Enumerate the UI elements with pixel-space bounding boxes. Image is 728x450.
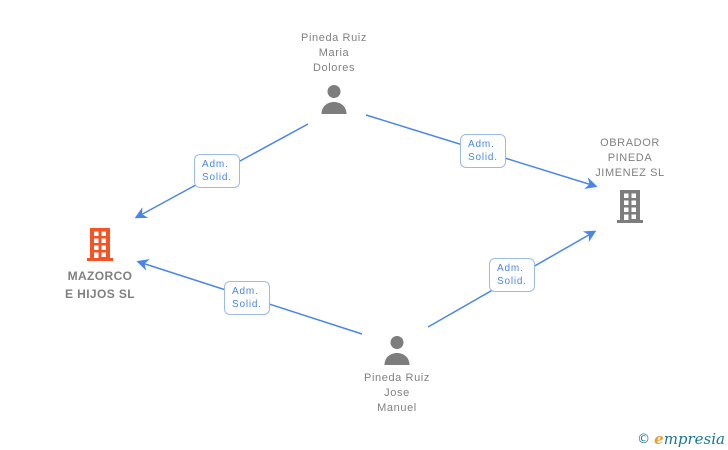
edge-label-adm-solid: Adm. Solid. [460,134,506,168]
person-icon [321,85,347,114]
edge-label-adm-solid: Adm. Solid. [489,258,535,292]
logo-text: mpresia [663,430,725,448]
node-obrador-pineda-jimenez-sl[interactable]: OBRADOR PINEDA JIMENEZ SL [560,136,700,223]
node-pineda-ruiz-jose-manuel[interactable]: Pineda Ruiz Jose Manuel [327,336,467,416]
edge-label-adm-solid: Adm. Solid. [224,281,270,315]
node-pineda-ruiz-maria-dolores[interactable]: Pineda Ruiz Maria Dolores [264,31,404,114]
company-name-label: MAZORCO E HIJOS SL [64,269,136,301]
building-icon [617,190,643,223]
company-name-label: OBRADOR PINEDA JIMENEZ SL [595,137,665,179]
copyright-icon: © [637,432,651,447]
building-icon [87,228,113,261]
person-name-label: Pineda Ruiz Maria Dolores [301,32,367,74]
edge-label-adm-solid: Adm. Solid. [194,154,240,188]
person-name-label: Pineda Ruiz Jose Manuel [364,372,430,414]
node-mazorco-e-hijos-sl[interactable]: MAZORCO E HIJOS SL [30,228,170,303]
logo-letter-e: e [654,430,664,448]
empresia-logo: ©empresia [637,430,725,448]
person-icon [384,336,410,365]
